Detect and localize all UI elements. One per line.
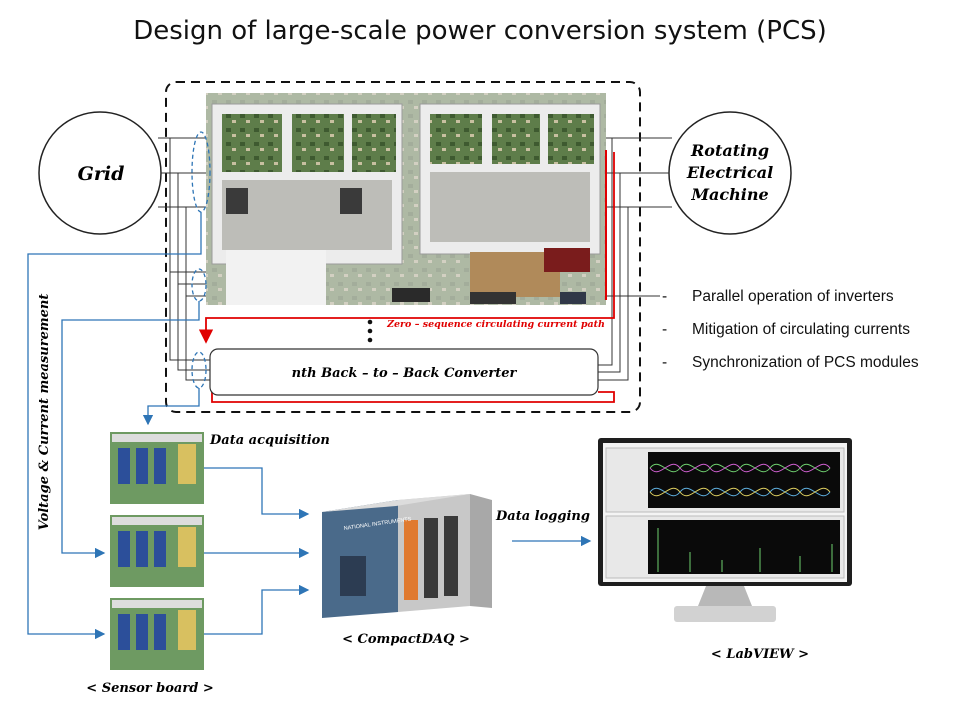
machine-label-line-3: Machine bbox=[690, 185, 768, 204]
data-acquisition-label: Data acquisition bbox=[209, 433, 330, 448]
ellipsis-dots bbox=[367, 319, 373, 343]
feature-item: -Synchronization of PCS modules bbox=[662, 354, 919, 387]
machine-label-line-2: Electrical bbox=[686, 163, 773, 182]
machine-label-line-1: Rotating bbox=[690, 141, 769, 160]
data-logging-label: Data logging bbox=[495, 509, 590, 524]
labview-monitor bbox=[598, 438, 852, 622]
nth-converter-box bbox=[209, 348, 599, 396]
grid-side-wires bbox=[158, 137, 210, 381]
circulating-path-top bbox=[198, 152, 615, 344]
feature-item: -Mitigation of circulating currents bbox=[662, 321, 919, 354]
diagram-title: Design of large-scale power conversion s… bbox=[133, 16, 827, 46]
grid-label: Grid bbox=[78, 163, 125, 185]
compactdaq-chassis bbox=[322, 494, 492, 618]
circulating-path-bottom bbox=[211, 391, 615, 403]
sensor-board-stack bbox=[110, 432, 204, 670]
pcs-enclosure bbox=[165, 81, 641, 413]
sensor-board-caption: < Sensor board > bbox=[86, 681, 213, 696]
pcs-hardware-photo bbox=[206, 93, 607, 305]
labview-caption: < LabVIEW > bbox=[711, 647, 809, 662]
compactdaq-caption: < CompactDAQ > bbox=[342, 632, 470, 647]
sensor-board-2 bbox=[110, 515, 204, 587]
sensor-board-1 bbox=[110, 432, 204, 504]
measurement-label: Voltage & Current measurement bbox=[37, 294, 52, 531]
nth-converter-label: nth Back – to – Back Converter bbox=[292, 366, 518, 381]
feature-list: -Parallel operation of inverters -Mitiga… bbox=[662, 288, 919, 387]
machine-side-wires bbox=[598, 137, 672, 381]
measurement-wires bbox=[27, 212, 592, 640]
circulating-path-label: Zero – sequence circulating current path bbox=[386, 319, 605, 330]
sensor-board-3 bbox=[110, 598, 204, 670]
feature-text: Mitigation of circulating currents bbox=[692, 321, 910, 338]
feature-text: Parallel operation of inverters bbox=[692, 288, 894, 305]
feature-text: Synchronization of PCS modules bbox=[692, 354, 919, 371]
feature-item: -Parallel operation of inverters bbox=[662, 288, 919, 321]
